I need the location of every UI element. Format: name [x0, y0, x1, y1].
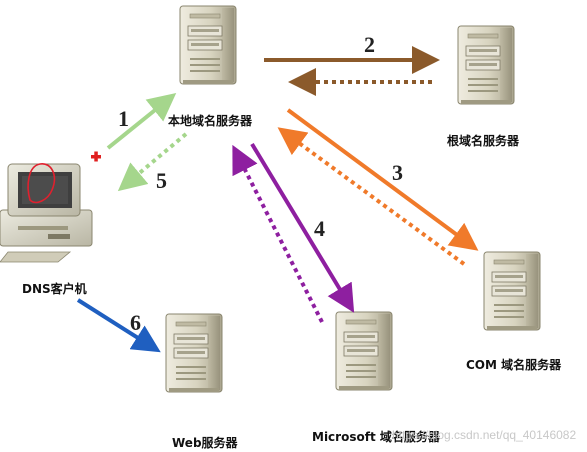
step-5-response-arrow [117, 132, 188, 192]
com-dns-server-icon [483, 251, 541, 331]
step-number-5: 5 [156, 168, 167, 193]
watermark-text: https://blog.csdn.net/qq_40146082 [392, 428, 577, 442]
local-dns-server-icon [179, 5, 237, 85]
step-number-3: 3 [392, 160, 403, 185]
step-number-6: 6 [130, 310, 141, 335]
step-number-4: 4 [314, 216, 325, 241]
com-dns-server-label: COM 域名服务器 [466, 358, 562, 372]
root-dns-server-label: 根域名服务器 [447, 134, 520, 148]
web-server-label: Web服务器 [172, 436, 238, 450]
dns-client-label: DNS客户机 [22, 282, 87, 296]
web-server-icon [165, 313, 223, 393]
red-plus-icon [91, 151, 101, 162]
red-scribble-mark [27, 163, 56, 204]
step-number-2: 2 [364, 32, 375, 57]
step-1-query-arrow [106, 92, 177, 150]
step-6-arrow [76, 298, 161, 353]
dns-client-computer-icon [0, 163, 93, 263]
microsoft-dns-server-label: Microsoft 域名服务器 [312, 430, 440, 444]
step-3-response-arrow [277, 127, 466, 266]
step-3-query-arrow [286, 108, 479, 251]
step-4-query-arrow [250, 142, 355, 313]
microsoft-dns-server-icon [335, 311, 393, 391]
step-number-1: 1 [118, 106, 129, 131]
local-dns-server-label: 本地域名服务器 [168, 114, 253, 128]
root-dns-server-icon [457, 25, 515, 105]
